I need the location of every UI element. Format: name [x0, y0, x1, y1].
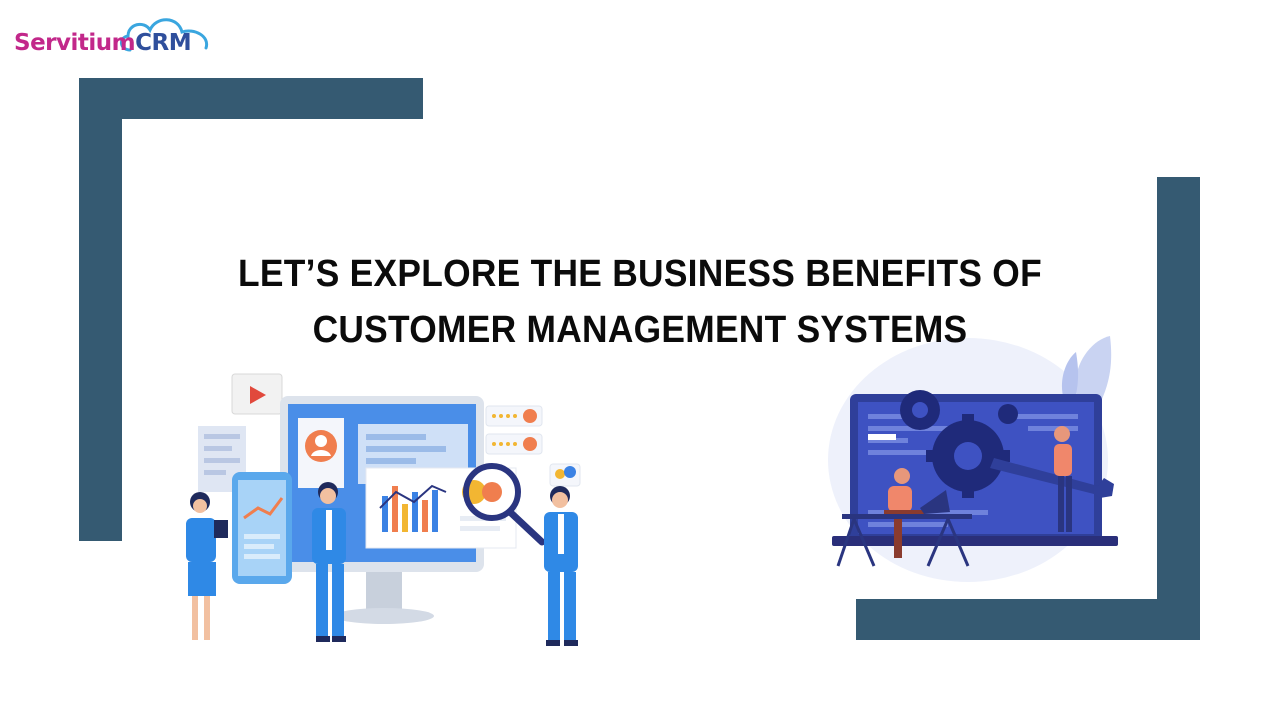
brand-name-part2: CRM [135, 30, 192, 56]
title-line-2: CUSTOMER MANAGEMENT SYSTEMS [312, 309, 968, 351]
frame-bottom-right-horizontal [856, 599, 1200, 640]
frame-right-vertical [1157, 177, 1200, 640]
crm-team-illustration [186, 373, 581, 646]
frame-left-vertical [79, 78, 122, 541]
brand-name-part1: Servitium [14, 30, 136, 56]
brand-name: ServitiumCRM [14, 30, 192, 56]
developers-gears-illustration [828, 336, 1118, 582]
title-line-1: LET’S EXPLORE THE BUSINESS BENEFITS OF [238, 253, 1042, 295]
brand-logo: ServitiumCRM [12, 6, 222, 58]
cloud-icon [120, 18, 209, 52]
frame-top-left-horizontal [79, 78, 423, 119]
page-title: LET’S EXPLORE THE BUSINESS BENEFITS OF C… [194, 246, 1087, 358]
